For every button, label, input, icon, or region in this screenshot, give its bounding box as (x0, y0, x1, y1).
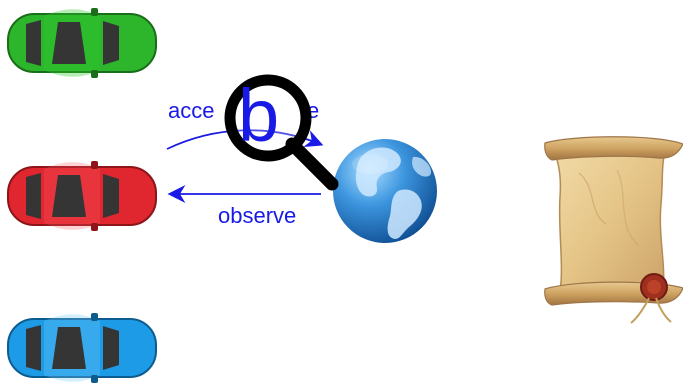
observe-label: observe (218, 203, 296, 228)
blue-car-icon (7, 313, 157, 383)
parchment-scroll-icon (544, 136, 683, 324)
magnifying-glass-icon: b (224, 74, 339, 191)
magnifier-letter: b (238, 74, 279, 157)
globe-icon (333, 139, 437, 243)
accelerate-label-left: acce (168, 98, 214, 123)
red-car-icon (7, 161, 157, 231)
green-car-icon (7, 8, 157, 78)
